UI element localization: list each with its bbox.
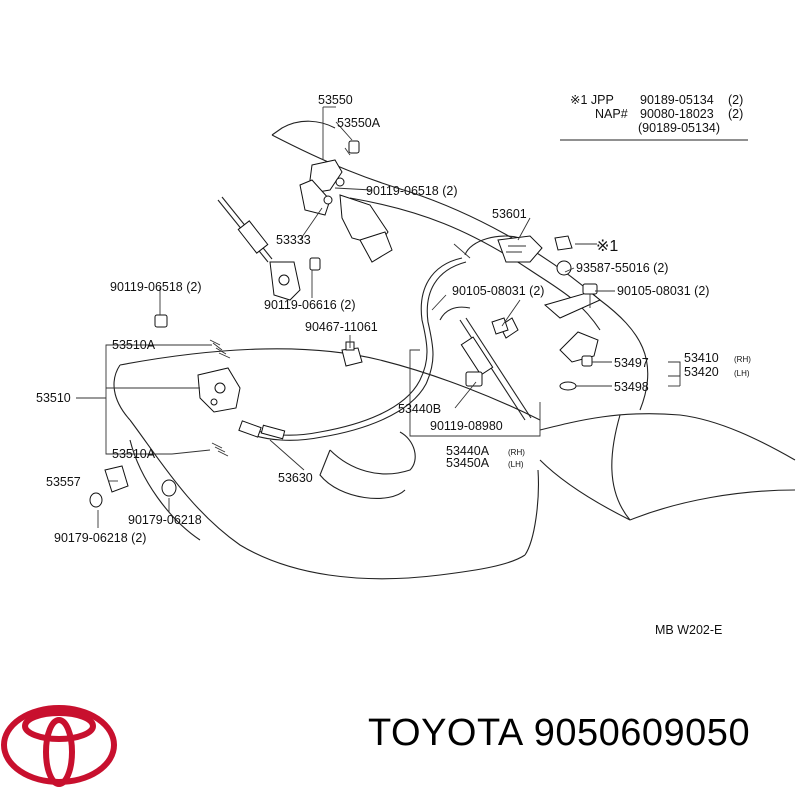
label-53333: 53333 [276,233,311,247]
footer-logo-area [1,705,117,787]
leader-lines [76,106,681,528]
fasteners [89,257,509,508]
label-90119-08980: 90119-08980 [430,419,503,433]
label-90105-08031-right: 90105-08031 (2) [617,284,709,298]
label-53410: 53410 [684,351,719,365]
label-53440a-side: (RH) [508,448,525,457]
label-model-code: MB W202-E [655,623,722,637]
brand-name: TOYOTA [368,712,524,754]
label-53550: 53550 [318,93,353,107]
note-nap-label: NAP# [595,107,628,121]
part-labels: 53550 53550A 90119-06518 (2) 53601 53333… [36,93,751,637]
hood-lock-assembly [543,283,601,391]
label-53450a: 53450A [446,456,490,470]
label-93587-55016: 93587-55016 (2) [576,261,668,275]
label-53557: 53557 [46,475,81,489]
label-53420-side: (LH) [734,369,750,378]
label-53510: 53510 [36,391,71,405]
label-53440b: 53440B [398,402,441,416]
supersession-note: ※1 JPP 90189-05134 (2) NAP# 90080-18023 … [560,93,748,141]
hood-stay-strut [217,196,532,421]
label-53601: 53601 [492,207,527,221]
toyota-logo-icon [1,705,117,787]
label-90179-06218: 90179-06218 [128,513,202,527]
note-nap-alt: (90189-05134) [638,121,720,135]
label-53440a: 53440A [446,444,490,458]
label-53420: 53420 [684,365,719,379]
note-jpp-part: 90189-05134 [640,93,714,107]
label-53497: 53497 [614,356,649,370]
label-53410-side: (RH) [734,355,751,364]
release-cable [238,257,467,441]
label-53630: 53630 [278,471,313,485]
label-90119-06518-top: 90119-06518 (2) [366,184,458,198]
label-53450a-side: (LH) [508,460,524,469]
vehicle-outline [113,120,796,580]
label-53498: 53498 [614,380,649,394]
label-90119-06616: 90119-06616 (2) [264,298,356,312]
label-mark-1: ※1 [596,238,618,255]
part-number: 9050609050 [533,712,751,754]
note-nap-part: 90080-18023 [640,107,714,121]
note-nap-qty: (2) [728,107,743,121]
label-53510a-bottom: 53510A [112,447,156,461]
note-jpp-qty: (2) [728,93,743,107]
label-90105-08031-center: 90105-08031 (2) [452,284,544,298]
label-90467-11061: 90467-11061 [305,320,378,334]
label-90119-06518-left: 90119-06518 (2) [110,280,202,294]
label-90179-06218-qty: 90179-06218 (2) [54,531,146,545]
label-53510a-top: 53510A [112,338,156,352]
label-53550a: 53550A [337,116,381,130]
hood-hinge [299,140,393,263]
note-jpp-label: ※1 JPP [570,93,614,107]
hood-lock-latch [197,339,241,457]
hood-catch [497,235,573,276]
